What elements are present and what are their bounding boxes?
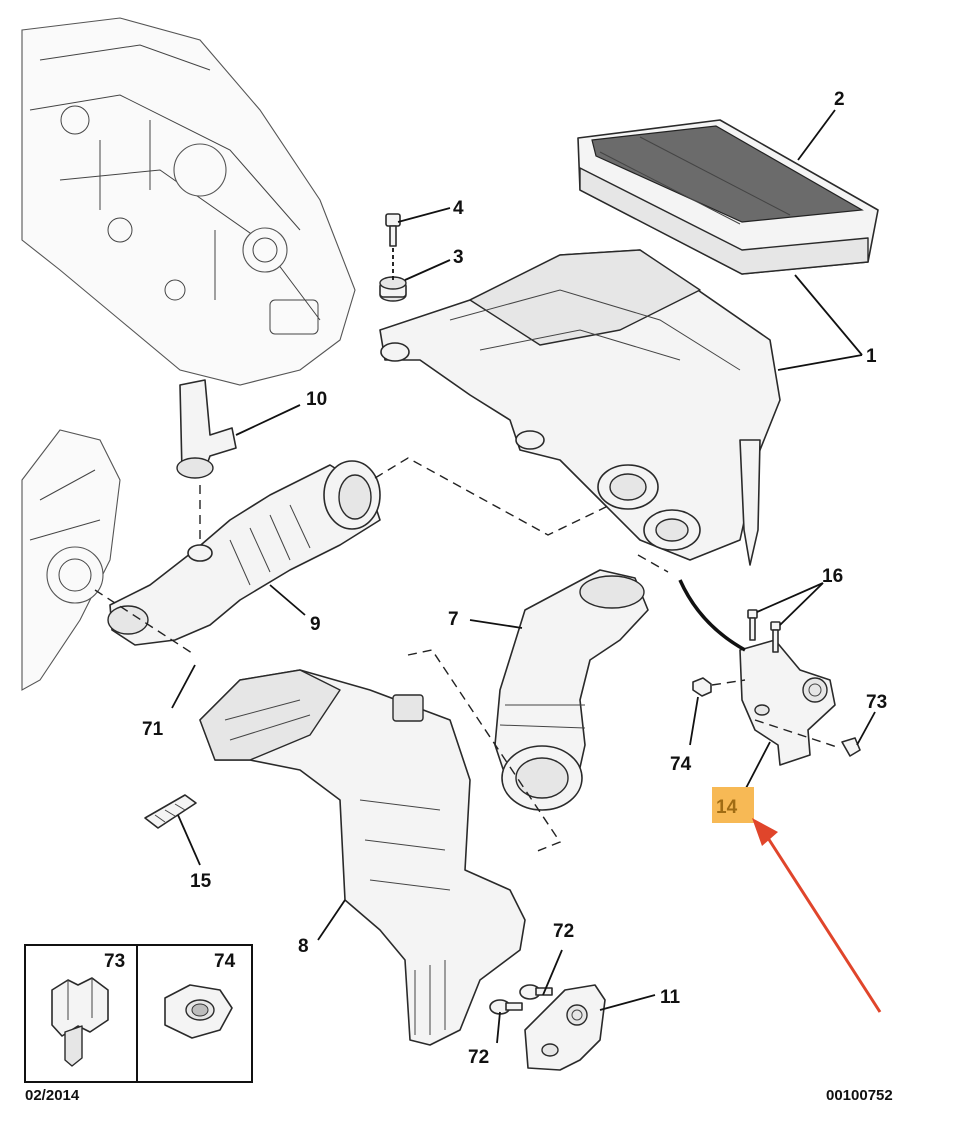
part-11-bracket	[524, 984, 606, 1071]
inset-legend: 73 74	[24, 944, 253, 1083]
part-15-clip	[144, 794, 197, 829]
part-73-clip	[841, 737, 861, 757]
clip-icon	[51, 977, 109, 1067]
callout-2: 2	[834, 89, 845, 110]
callout-labels: 1 2 3 4 7 8 9 10 11 14 15 16 71 72 72 73…	[142, 89, 887, 1068]
part-2-air-filter	[577, 119, 879, 275]
callout-4: 4	[453, 198, 464, 219]
callout-74: 74	[670, 754, 692, 775]
engine-block-illustration	[21, 17, 356, 386]
footer-date: 02/2014	[25, 1087, 80, 1104]
part-4-bolt	[385, 213, 401, 280]
part-14-bracket	[739, 639, 836, 766]
callout-3: 3	[453, 247, 464, 268]
callout-10: 10	[306, 389, 327, 410]
turbo-housing-illustration	[21, 429, 121, 691]
callout-7: 7	[448, 609, 459, 630]
inset-label-74: 74	[214, 951, 236, 972]
callout-highlight-box	[712, 787, 754, 823]
part-74-nut	[692, 677, 712, 697]
callout-72-top: 72	[553, 921, 574, 942]
part-3-grommet	[379, 276, 407, 302]
assembly-lines	[94, 457, 841, 853]
callout-8: 8	[298, 936, 309, 957]
part-9-intake-duct	[107, 460, 381, 646]
callout-11: 11	[660, 987, 681, 1008]
part-72-screws	[489, 984, 553, 1015]
inset-label-73: 73	[104, 951, 125, 972]
hex-nut-icon	[164, 984, 233, 1039]
callout-72-bottom: 72	[468, 1047, 489, 1068]
red-pointer-arrow	[752, 818, 882, 1013]
part-10-sensor	[176, 379, 237, 479]
callout-16: 16	[822, 566, 843, 587]
part-1-air-filter-housing	[379, 249, 781, 566]
callout-14: 14	[716, 797, 738, 818]
callout-9: 9	[310, 614, 321, 635]
part-8-resonator	[199, 669, 526, 1046]
callout-71: 71	[142, 719, 164, 740]
callout-73: 73	[866, 692, 887, 713]
part-7-hose	[494, 569, 649, 811]
leader-lines	[171, 109, 876, 1044]
footer-reference-number: 00100752	[826, 1087, 893, 1104]
callout-1: 1	[866, 346, 877, 367]
callout-15: 15	[190, 871, 212, 892]
part-16-bolts	[747, 609, 781, 653]
